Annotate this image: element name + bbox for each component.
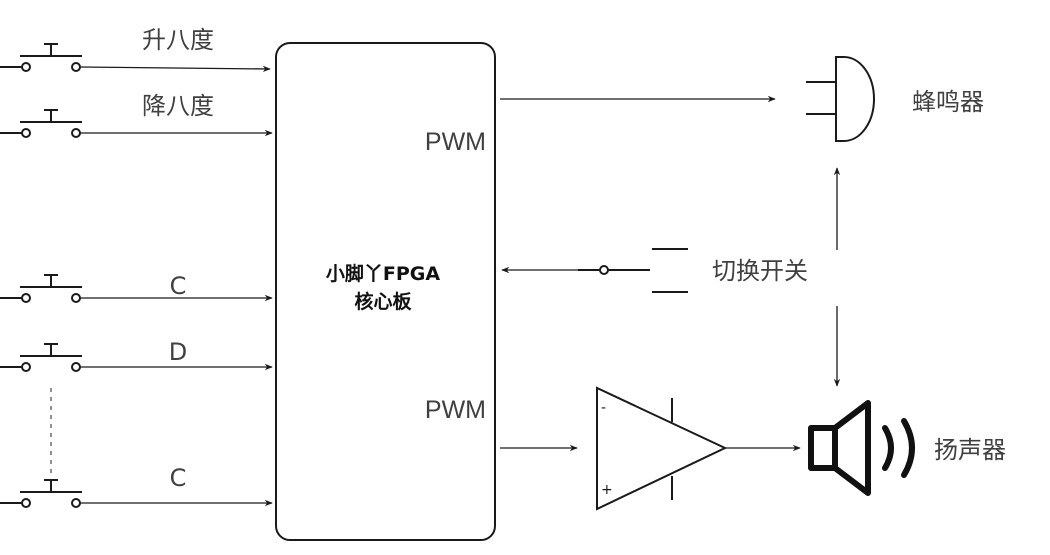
push-button-1[interactable]	[0, 43, 82, 72]
speaker-label: 扬声器	[934, 436, 1006, 464]
input-label-1: 升八度	[142, 26, 214, 54]
amplifier-minus: -	[601, 400, 606, 416]
input-wire-1	[79, 65, 271, 73]
push-button-2[interactable]	[0, 109, 82, 138]
amplifier-icon	[596, 386, 728, 511]
push-button-4[interactable]	[0, 343, 82, 372]
selector-switch[interactable]	[578, 248, 688, 293]
input-label-5: C	[170, 464, 187, 492]
pwm-label-top: PWM	[425, 128, 486, 156]
input-label-4: D	[169, 338, 187, 366]
speaker-icon	[808, 400, 915, 496]
push-button-5[interactable]	[0, 479, 82, 508]
amplifier-plus: +	[601, 482, 613, 498]
input-label-2: 降八度	[142, 92, 214, 120]
fpga-core-subtitle: 核心板	[354, 290, 412, 313]
switch-label: 切换开关	[712, 257, 808, 285]
fpga-core-board	[275, 42, 496, 541]
buzzer-icon	[806, 56, 875, 142]
input-label-3: C	[170, 272, 187, 300]
fpga-core-title: 小脚丫FPGA	[326, 263, 440, 285]
push-button-3[interactable]	[0, 274, 82, 303]
pwm-label-bottom: PWM	[425, 396, 486, 424]
buzzer-label: 蜂鸣器	[912, 88, 984, 116]
